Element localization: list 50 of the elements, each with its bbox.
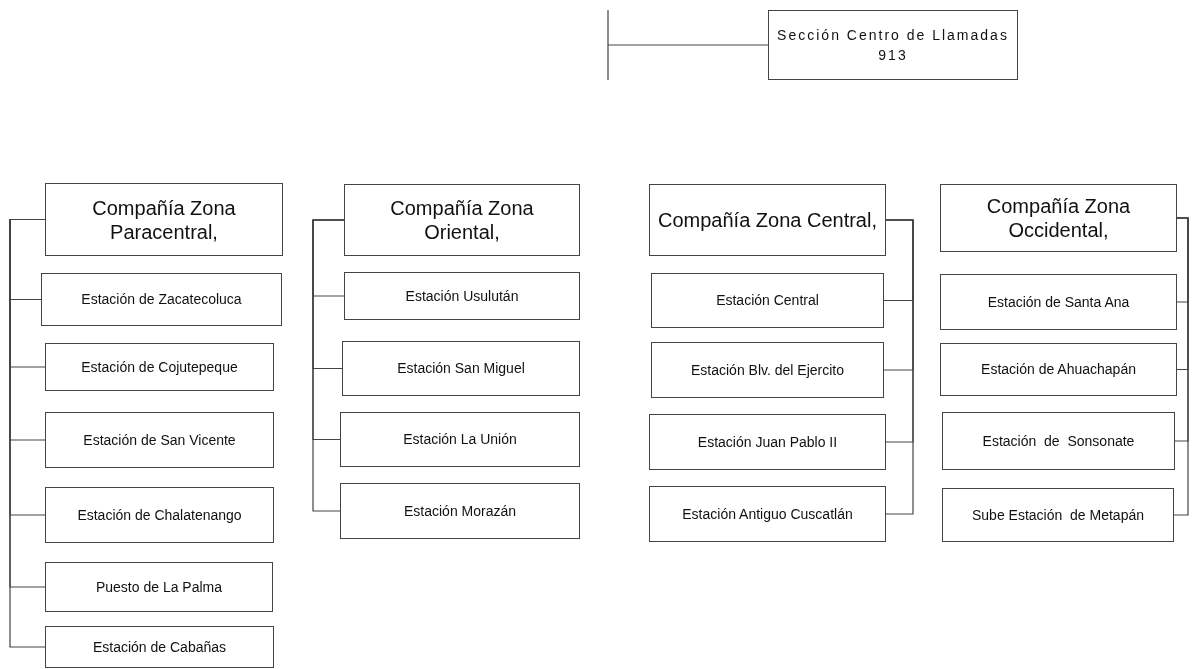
node-label: Sección Centro de Llamadas 913	[776, 25, 1010, 65]
node-label: Compañía Zona Oriental,	[389, 196, 535, 244]
node-label: Estación San Miguel	[397, 359, 525, 379]
node-label: Estación de Ahuachapán	[981, 360, 1136, 380]
station-box	[340, 483, 580, 539]
station-box	[940, 274, 1177, 330]
node-label: Estación de Zacatecoluca	[81, 290, 242, 310]
node-label: Estación de Cabañas	[92, 637, 227, 657]
node-label: Sube Estación de Metapán	[972, 505, 1144, 525]
node-label: Estación de Sonsonate	[982, 431, 1135, 451]
station-box	[45, 487, 274, 543]
node-label: Estación Blv. del Ejercito	[691, 360, 844, 380]
section-box	[768, 10, 1018, 80]
station-box	[45, 562, 273, 612]
company-box	[344, 184, 580, 256]
node-label: Estación de Chalatenango	[77, 505, 242, 525]
connector-line	[1173, 217, 1189, 516]
node-label: Estación de Cojutepeque	[81, 357, 238, 377]
station-box	[649, 414, 886, 470]
connector-line	[607, 9, 769, 81]
node-label: Estación Morazán	[403, 501, 517, 521]
station-box	[942, 488, 1174, 542]
node-label: Estación Juan Pablo II	[697, 432, 838, 452]
station-box	[651, 273, 884, 328]
station-box	[342, 341, 580, 396]
node-label: Estación de San Vicente	[83, 430, 236, 450]
connector-line	[312, 219, 345, 512]
station-box	[651, 342, 884, 398]
station-box	[45, 626, 274, 668]
station-box	[45, 412, 274, 468]
node-label: Compañía Zona Central,	[658, 208, 877, 232]
station-box	[940, 343, 1177, 396]
station-box	[942, 412, 1175, 470]
station-box	[344, 272, 580, 320]
station-box	[41, 273, 282, 326]
node-label: Estación Central	[716, 291, 819, 311]
connector-line	[885, 219, 914, 515]
node-label: Estación La Unión	[403, 430, 517, 450]
node-label: Compañía Zona Occidental,	[985, 194, 1132, 242]
node-label: Estación de Santa Ana	[987, 292, 1130, 312]
node-label: Estación Antiguo Cuscatlán	[682, 504, 853, 524]
company-box	[45, 183, 283, 256]
company-box	[940, 184, 1177, 252]
station-box	[45, 343, 274, 391]
node-label: Compañía Zona Paracentral,	[91, 195, 237, 244]
station-box	[649, 486, 886, 542]
node-label: Estación Usulután	[405, 286, 519, 306]
station-box	[340, 412, 580, 467]
company-box	[649, 184, 886, 256]
node-label: Puesto de La Palma	[95, 577, 223, 597]
